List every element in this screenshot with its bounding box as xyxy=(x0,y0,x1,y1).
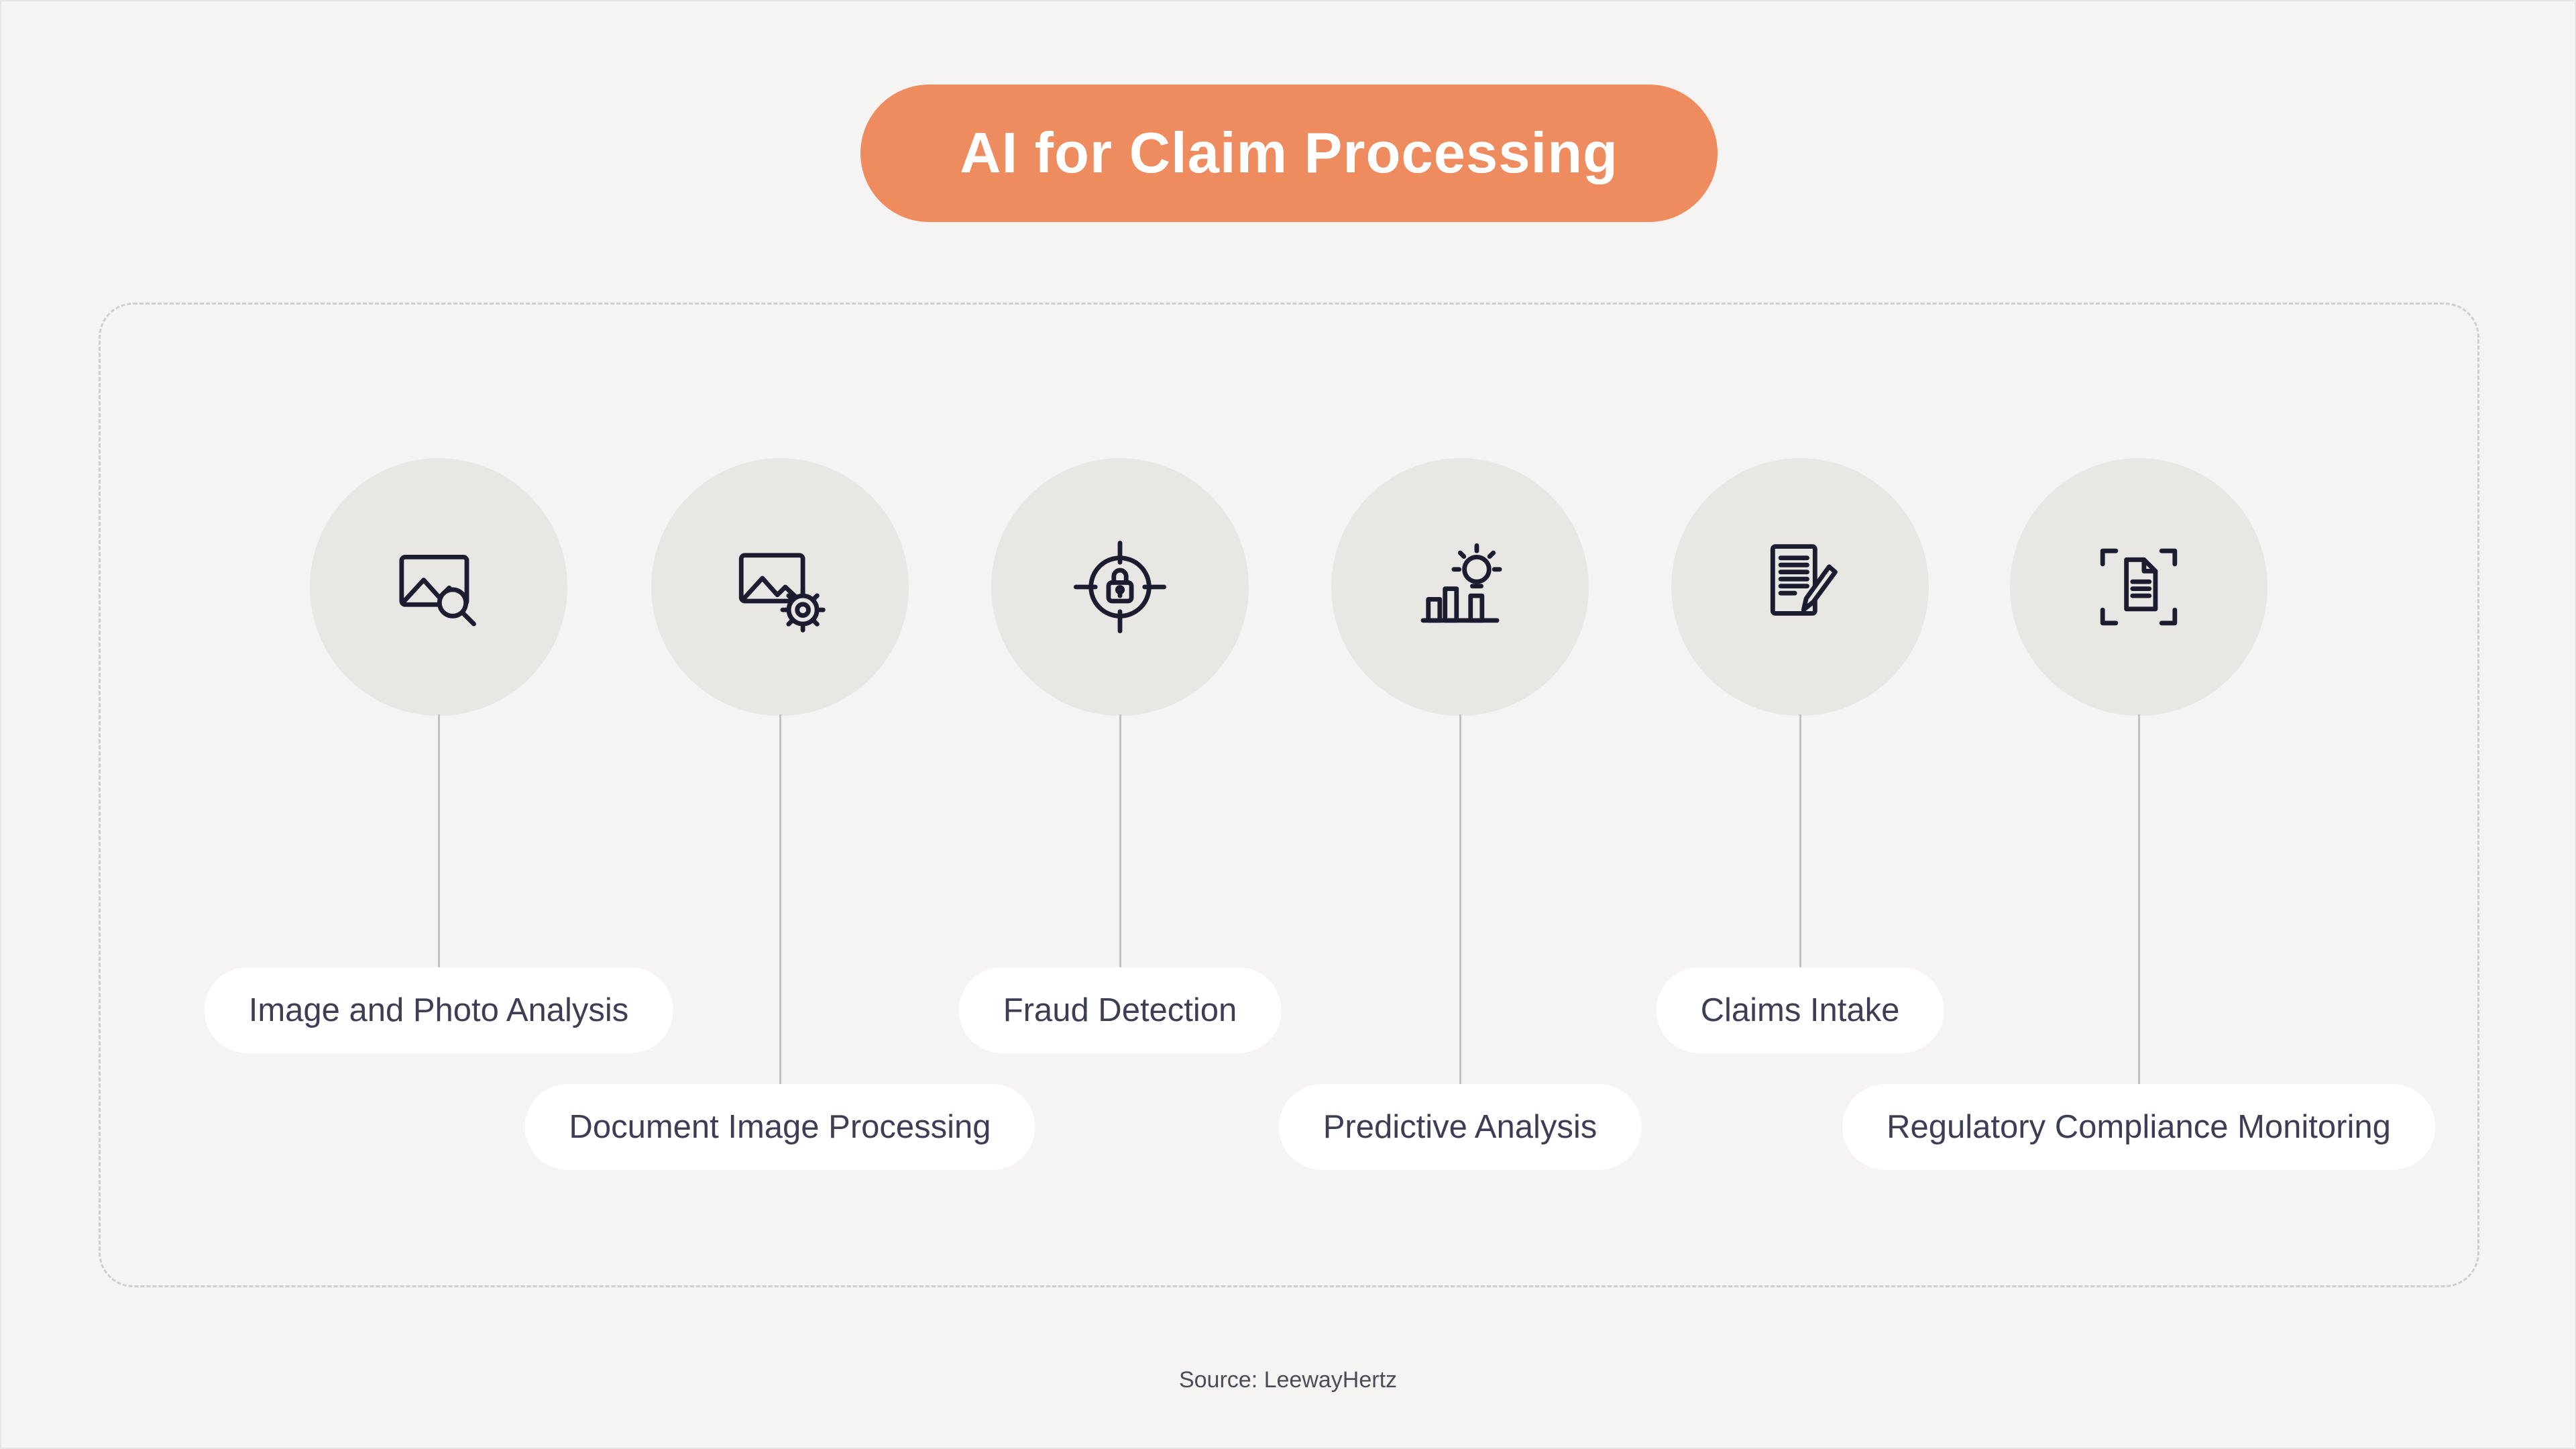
connector-line xyxy=(1459,714,1461,1085)
target-lock-icon xyxy=(1073,540,1167,634)
feature-label: Regulatory Compliance Monitoring xyxy=(1842,1084,2435,1170)
connector-line xyxy=(2137,714,2140,1085)
connector-line xyxy=(1119,714,1121,969)
feature-label: Claims Intake xyxy=(1656,967,1944,1053)
document-scan-icon xyxy=(2100,548,2178,626)
page-title-text: AI for Claim Processing xyxy=(960,121,1618,185)
image-search-icon xyxy=(399,554,476,627)
chart-bulb-icon xyxy=(1420,543,1502,623)
diagram-frame xyxy=(99,303,2479,1287)
feature-circle xyxy=(1331,458,1589,716)
feature-circle xyxy=(991,458,1249,716)
feature-label: Predictive Analysis xyxy=(1278,1084,1642,1170)
source-text: Source: LeewayHertz xyxy=(1178,1367,1398,1393)
feature-circle xyxy=(651,458,909,716)
feature-label: Fraud Detection xyxy=(958,967,1282,1053)
document-pencil-icon xyxy=(1770,544,1838,616)
feature-circle xyxy=(1671,458,1929,716)
page-title: AI for Claim Processing xyxy=(860,85,1718,222)
feature-label: Image and Photo Analysis xyxy=(204,967,673,1053)
connector-line xyxy=(1799,714,1801,969)
connector-line xyxy=(779,714,781,1085)
feature-circle xyxy=(2010,458,2267,716)
feature-label: Document Image Processing xyxy=(524,1084,1035,1170)
connector-line xyxy=(437,714,440,969)
feature-circle xyxy=(310,458,567,716)
image-gear-icon xyxy=(738,553,826,633)
